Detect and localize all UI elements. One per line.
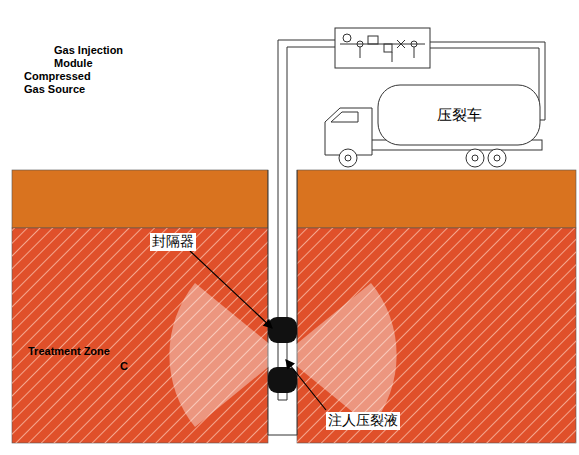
ground-band: C (12, 170, 268, 228)
valve-symbols (340, 34, 425, 62)
label: Gas Injection Module (54, 44, 139, 70)
leader-line (190, 251, 272, 328)
top-layer (297, 170, 576, 228)
node-text: C (120, 360, 128, 372)
truck (325, 85, 542, 167)
label: 注人压裂液 (326, 412, 400, 430)
top-layer (12, 170, 268, 228)
tubing (287, 47, 335, 400)
gas-injection-module (335, 28, 430, 68)
label: Compressed Gas Source (24, 70, 104, 96)
label: 封隔器 (150, 233, 196, 251)
packer (268, 317, 297, 343)
ground-band: Treatment Zone (12, 228, 268, 443)
tubing (278, 40, 335, 400)
node-text: Treatment Zone (28, 345, 110, 357)
node-text: 压裂车 (437, 106, 482, 125)
fracture-zone (169, 283, 283, 427)
packer (268, 367, 297, 393)
borehole (268, 170, 297, 435)
leader-line (286, 360, 326, 410)
truck-tank: 压裂车 (378, 85, 540, 145)
fracture-zone (283, 283, 397, 427)
